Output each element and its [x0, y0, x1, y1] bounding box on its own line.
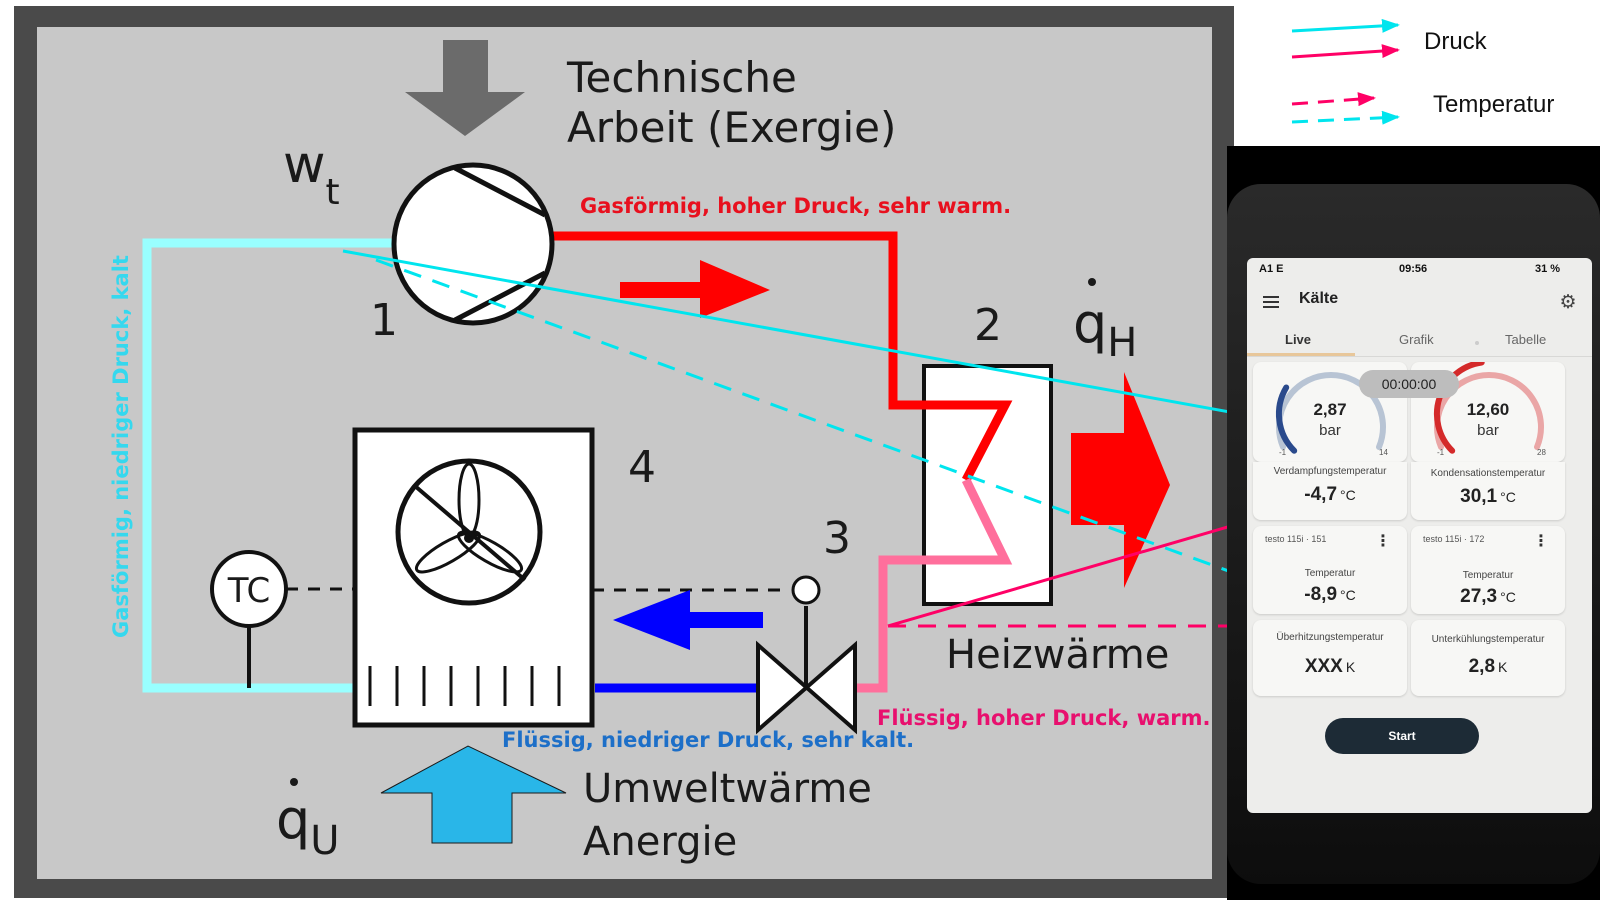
sensor1-name: testo 115i · 151 — [1265, 534, 1327, 544]
high-pressure-unit: bar — [1477, 422, 1499, 439]
legend-pressure-cyan — [1291, 18, 1400, 33]
start-button[interactable]: Start — [1325, 718, 1479, 754]
qu-dot — [290, 778, 298, 786]
temperature-controller-icon — [210, 550, 355, 688]
gauge-card-high: 12,60 bar -1 28 — [1411, 362, 1565, 462]
work-symbol: wt — [283, 135, 340, 213]
fan-icon — [395, 458, 543, 606]
timer-display: 00:00:00 — [1359, 370, 1459, 398]
tab-bar: Live Grafik Tabelle — [1247, 324, 1592, 357]
sensor2-name: testo 115i · 172 — [1423, 534, 1485, 544]
evaporation-label: Verdampfungstemperatur — [1273, 466, 1387, 477]
low-pressure-gauge — [1275, 372, 1386, 454]
heat-output-arrow-icon — [1071, 372, 1170, 588]
condenser-coil-warm — [893, 478, 1013, 565]
superheat-label: Überhitzungstemperatur — [1276, 632, 1384, 643]
sensor2-card[interactable]: testo 115i · 172 ⋮ Temperatur 27,3°C — [1411, 526, 1565, 614]
sensor2-more-icon[interactable]: ⋮ — [1533, 533, 1549, 550]
sensor1-more-icon[interactable]: ⋮ — [1375, 533, 1391, 550]
condensation-value: 30,1°C — [1460, 486, 1516, 507]
sensor2-label: Temperatur — [1462, 570, 1514, 581]
heat-flow-symbol: qH — [1073, 292, 1137, 366]
battery-text: 31 % — [1535, 263, 1561, 275]
phone-photo: A1 E 09:56 31 % Kälte ⚙ Live Grafik Tabe… — [1227, 146, 1600, 900]
carrier-text: A1 E — [1259, 263, 1284, 275]
settings-gear-icon[interactable]: ⚙ — [1559, 291, 1577, 313]
legend-temperature-cyan — [1291, 110, 1400, 125]
hamburger-menu-icon[interactable] — [1263, 296, 1279, 308]
env-line1: Umweltwärme — [583, 766, 872, 812]
high-gauge-min: -1 — [1437, 448, 1445, 457]
low-pressure-value: 2,87 — [1313, 400, 1347, 419]
sensor1-label: Temperatur — [1304, 568, 1356, 579]
high-gauge-max: 28 — [1537, 448, 1546, 457]
app-header: Kälte ⚙ — [1247, 280, 1592, 324]
label-3: 3 — [823, 513, 851, 564]
expansion-valve-icon — [592, 575, 857, 735]
tab-separator-dot — [1475, 341, 1479, 345]
evaporator-icon — [352, 427, 595, 728]
low-gauge-min: -1 — [1279, 448, 1287, 457]
low-pressure-unit: bar — [1319, 422, 1341, 439]
low-gauge-max: 14 — [1379, 448, 1388, 457]
heat-label: Heizwärme — [946, 632, 1169, 678]
compressor-icon — [391, 162, 555, 326]
legend-pressure-magenta — [1291, 44, 1400, 59]
legend-temperature-label: Temperatur — [1433, 91, 1555, 118]
app-title: Kälte — [1299, 290, 1339, 307]
subcooling-label: Unterkühlungstemperatur — [1431, 634, 1545, 645]
condenser-coil-hot — [893, 400, 1013, 483]
low-temperature-link — [375, 258, 1309, 602]
gauge-low-fill — [1275, 384, 1298, 454]
legend-temperature-magenta — [1291, 92, 1376, 107]
env-line2: Anergie — [583, 819, 737, 865]
cold-flow-arrow-icon — [613, 590, 763, 650]
ambient-heat-arrow-icon — [380, 745, 567, 844]
tc-label: TC — [227, 571, 271, 611]
label-2: 2 — [974, 300, 1002, 351]
clock-text: 09:56 — [1399, 263, 1428, 275]
work-arrow-icon — [405, 40, 525, 136]
annotation-hot-gas: Gasförmig, hoher Druck, sehr warm. — [580, 194, 1011, 218]
qh-dot — [1088, 278, 1096, 286]
annotation-cold-gas: Gasförmig, niedriger Druck, kalt — [109, 255, 133, 638]
condensation-card: Kondensationstemperatur 30,1°C — [1411, 462, 1565, 520]
active-tab-indicator — [1247, 353, 1355, 356]
ambient-flow-symbol: qU — [276, 788, 340, 864]
evaporation-value: -4,7°C — [1304, 484, 1356, 505]
sensor1-value: -8,9°C — [1304, 584, 1356, 605]
status-bar: A1 E 09:56 31 % — [1247, 258, 1592, 280]
condensation-label: Kondensationstemperatur — [1430, 468, 1546, 479]
low-pressure-link — [342, 249, 1308, 430]
annotation-warm-liquid: Flüssig, hoher Druck, warm. — [877, 706, 1210, 730]
sensor2-value: 27,3°C — [1460, 586, 1516, 607]
technical-work-line2: Arbeit (Exergie) — [567, 103, 896, 152]
phone-screen: A1 E 09:56 31 % Kälte ⚙ Live Grafik Tabe… — [1247, 258, 1592, 813]
tab-grafik[interactable]: Grafik — [1399, 332, 1434, 347]
technical-work-line1: Technische — [566, 53, 797, 102]
label-1: 1 — [370, 295, 398, 346]
cold-gas-pipe — [142, 238, 393, 693]
legend-pressure-label: Druck — [1424, 28, 1487, 55]
high-pressure-value: 12,60 — [1466, 400, 1510, 419]
evaporation-card: Verdampfungstemperatur -4,7°C — [1253, 462, 1407, 520]
evaporator-fins — [368, 666, 561, 706]
annotation-cold-liquid: Flüssig, niedriger Druck, sehr kalt. — [502, 728, 914, 752]
sensor1-card[interactable]: testo 115i · 151 ⋮ Temperatur -8,9°C — [1253, 526, 1407, 614]
tab-tabelle[interactable]: Tabelle — [1505, 332, 1547, 347]
tab-live[interactable]: Live — [1285, 332, 1312, 347]
label-4: 4 — [628, 442, 656, 493]
hot-flow-arrow-icon — [620, 260, 770, 318]
